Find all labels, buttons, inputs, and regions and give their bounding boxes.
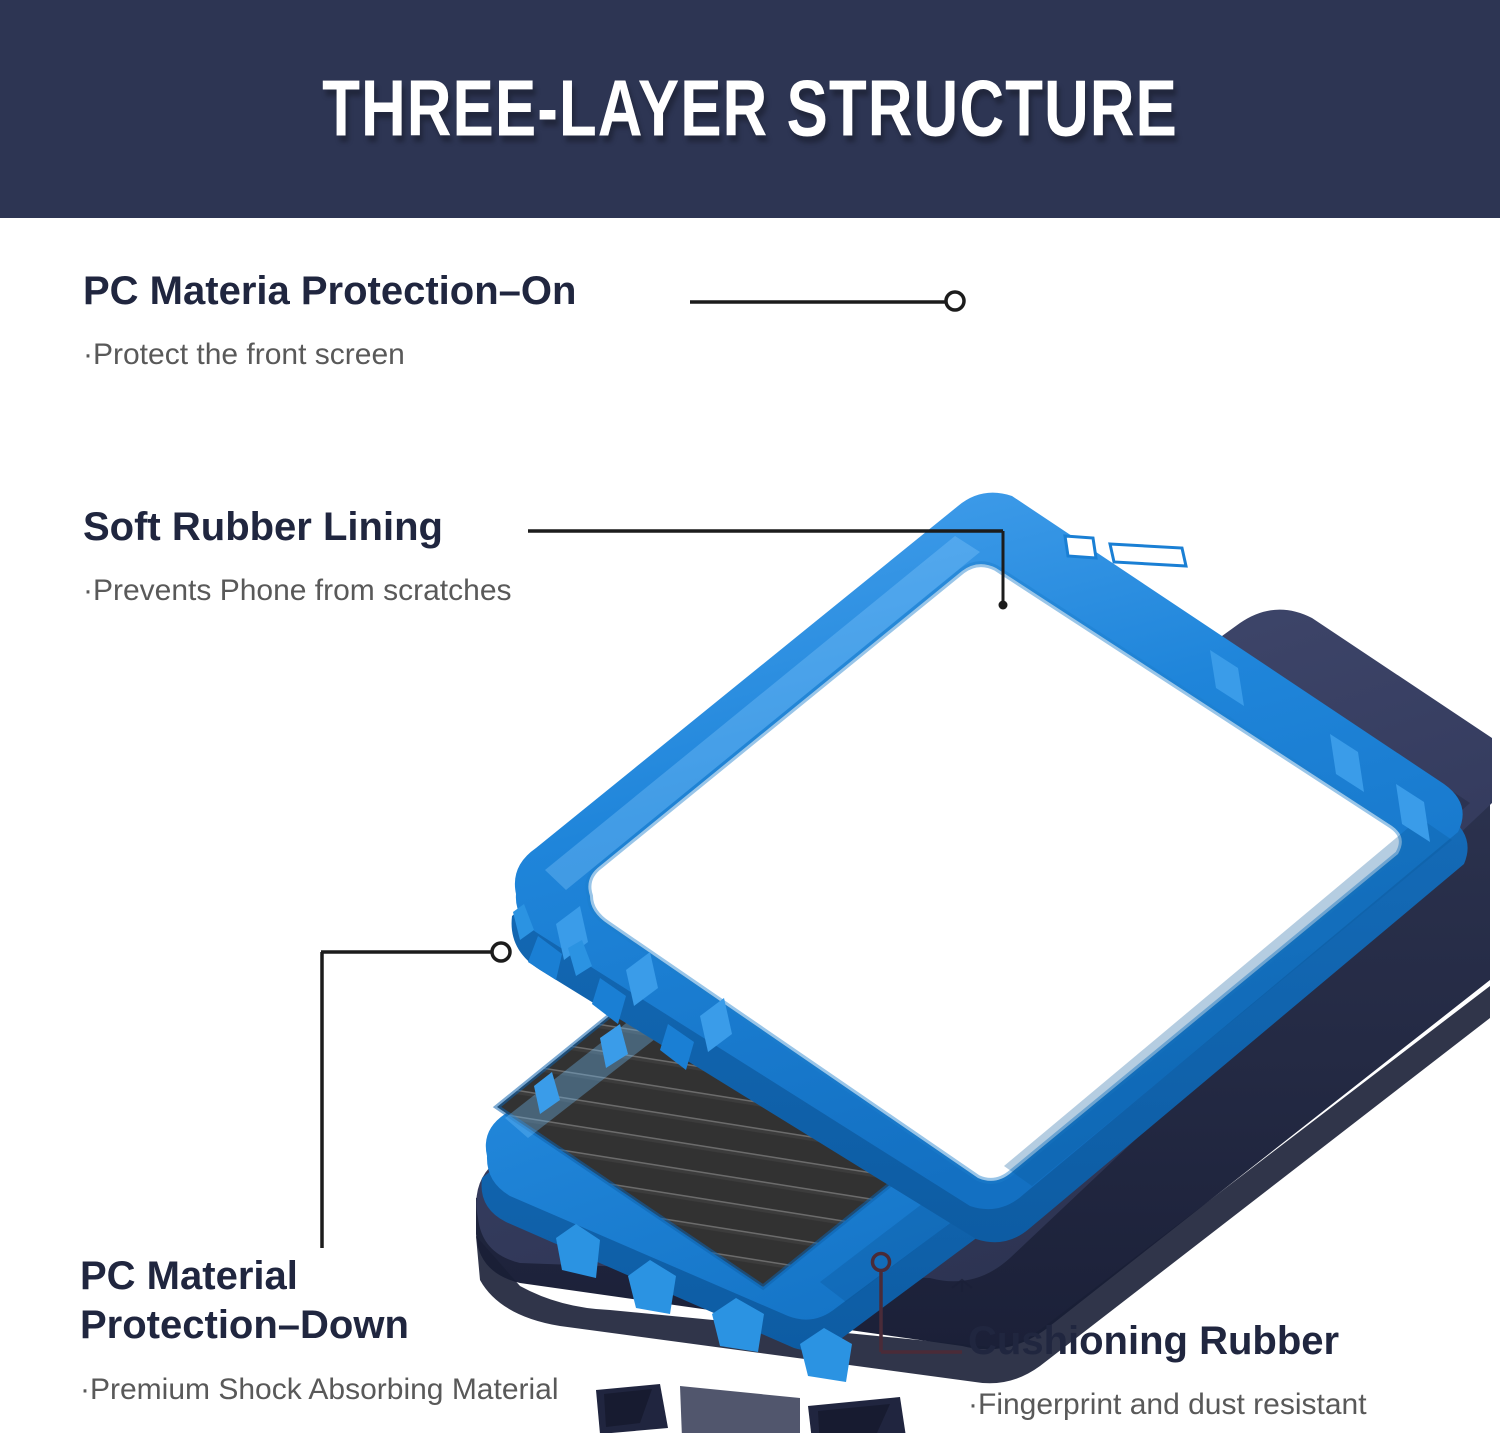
callout-title: Cushioning Rubber: [968, 1319, 1340, 1363]
callout-title: Soft Rubber Lining: [83, 505, 443, 549]
layer-pc-front-bezel: [511, 492, 1468, 1243]
bezel-notches: [528, 936, 694, 1070]
callout-subtitle: ·Premium Shock Absorbing Material: [80, 1372, 559, 1406]
callout-title-line-2: Protection–Down: [80, 1302, 409, 1347]
callout-subtitle: ·Prevents Phone from scratches: [83, 574, 512, 608]
header-banner: THREE-LAYER STRUCTURE: [0, 0, 1500, 218]
page-title: THREE-LAYER STRUCTURE: [322, 64, 1178, 154]
rubber-side-tabs-lower: [556, 1224, 852, 1382]
callout-subtitle: ·Protect the front screen: [83, 338, 405, 372]
callout-title-line-1: PC Material: [80, 1254, 298, 1298]
callout-soft-rubber-lining: Soft Rubber Lining ·Prevents Phone from …: [83, 504, 512, 609]
callout-title: PC Materia Protection–On: [83, 269, 577, 313]
rubber-side-tabs-upper: [534, 1024, 628, 1114]
callout-pc-material-protection-down: PC Material Protection–Down ·Premium Sho…: [80, 1252, 559, 1408]
callout-pc-material-protection-on: PC Materia Protection–On ·Protect the fr…: [83, 268, 576, 373]
product-exploded-view: [0, 218, 1500, 1433]
callout-subtitle: ·Fingerprint and dust resistant: [968, 1388, 1367, 1422]
button-cutouts: [596, 1384, 906, 1433]
callout-cushioning-rubber: Cushioning Rubber ·Fingerprint and dust …: [968, 1318, 1367, 1423]
product-illustration: [476, 492, 1492, 1433]
bezel-clip-tabs: [556, 650, 1430, 1052]
